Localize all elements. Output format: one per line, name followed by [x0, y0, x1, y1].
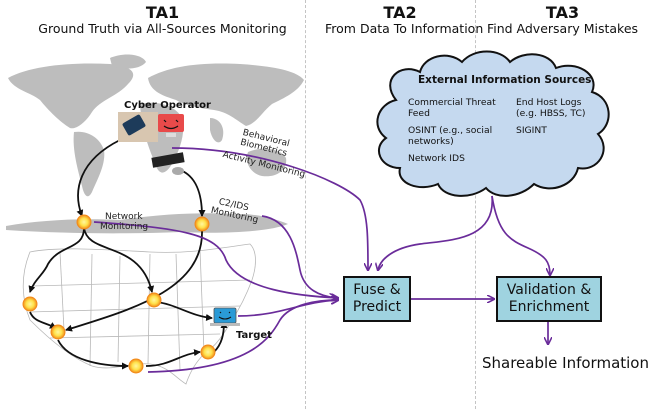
ta3-subtitle: Find Adversary Mistakes: [486, 21, 639, 36]
flow-network-to-fuse: [93, 221, 338, 298]
cloud-source-line: networks): [408, 136, 454, 147]
burst-icon: [146, 292, 162, 308]
map-india-sea: [210, 118, 224, 143]
burst-icon: [22, 296, 38, 312]
burst-icon: [194, 216, 210, 232]
fuse-predict-box: Fuse & Predict: [343, 276, 411, 322]
validation-box-line1: Validation &: [506, 282, 592, 298]
map-europe-asia: [148, 63, 304, 126]
target-label: Target: [236, 330, 272, 341]
compromise-markers: [22, 214, 216, 374]
keyboard-icon: [151, 152, 185, 168]
flow-operator-to-network: [76, 139, 121, 217]
burst-icon: [200, 344, 216, 360]
flow-c2-to-fuse: [261, 215, 336, 298]
flow-network-to-west: [28, 227, 85, 293]
cyber-operator-devices: [118, 112, 185, 175]
flow-west-to-southwest: [29, 311, 57, 329]
cloud-source-line: Feed: [408, 108, 430, 119]
shareable-information-label: Shareable Information: [482, 354, 649, 372]
cloud-source-item: End Host Logs (e.g. HBSS, TC): [516, 97, 606, 119]
cloud-source-line: (e.g. HBSS, TC): [516, 108, 586, 119]
cloud-source-line: SIGINT: [516, 125, 547, 136]
validation-box-line2: Enrichment: [508, 299, 590, 315]
cloud-source-right-column: End Host Logs (e.g. HBSS, TC) SIGINT: [516, 97, 606, 136]
ta1-subtitle: Ground Truth via All-Sources Monitoring: [38, 21, 287, 36]
flow-south-to-southeast: [145, 349, 201, 367]
network-label-line2: Monitoring: [100, 222, 149, 232]
ta1-title: TA1: [145, 3, 180, 22]
cloud-source-item: SIGINT: [516, 125, 606, 136]
network-label-line1: Network: [105, 212, 143, 222]
map-antarctica-band: [6, 213, 288, 234]
flow-c2-to-southwest: [65, 229, 203, 332]
cloud-source-line: Commercial Threat: [408, 97, 496, 108]
flow-mid-to-target: [155, 301, 213, 321]
cloud-title: External Information Sources: [418, 74, 592, 86]
flow-cloud-to-fuse: [378, 195, 493, 270]
target-laptop-icon: [210, 307, 240, 326]
map-greenland: [110, 54, 146, 69]
cloud-source-line: Network IDS: [408, 153, 465, 164]
ta2-subtitle: From Data To Information: [325, 21, 484, 36]
burst-icon: [76, 214, 92, 230]
map-australia: [246, 148, 287, 177]
purple-flows: [93, 147, 550, 373]
flow-southeast-to-target: [213, 321, 228, 353]
network-monitoring-label: Network Monitoring: [100, 212, 148, 232]
flow-target-to-fuse: [237, 300, 338, 317]
fuse-box-line1: Fuse &: [353, 282, 401, 298]
flow-network-to-mid: [83, 227, 155, 293]
burst-icon: [50, 324, 66, 340]
burst-icon: [128, 358, 144, 374]
column-divider-1: [305, 0, 306, 409]
flow-south-to-fuse: [147, 300, 338, 373]
flow-southwest-to-south: [57, 339, 129, 370]
flow-behavioral-to-fuse: [171, 147, 368, 270]
cloud-source-item: Network IDS: [408, 153, 518, 164]
mouse-icon: [172, 167, 184, 175]
cloud-source-line: End Host Logs: [516, 97, 582, 108]
flow-cloud-to-validation: [491, 195, 550, 275]
operator-monitor-icon: [158, 114, 184, 132]
cloud-source-line: OSINT (e.g., social: [408, 125, 493, 136]
ta2-title: TA2: [383, 3, 417, 22]
fuse-box-line2: Predict: [352, 299, 402, 315]
validation-enrichment-box: Validation & Enrichment: [496, 276, 602, 322]
map-north-america: [8, 63, 134, 129]
column-divider-2: [475, 0, 476, 409]
ta3-title: TA3: [545, 3, 580, 22]
cloud-source-left-column: Commercial Threat Feed OSINT (e.g., soci…: [408, 97, 518, 164]
cyber-operator-label: Cyber Operator: [124, 100, 211, 111]
external-sources-cloud: [376, 50, 610, 197]
cloud-source-item: Commercial Threat Feed: [408, 97, 518, 119]
cloud-source-item: OSINT (e.g., social networks): [408, 125, 518, 147]
flow-mouse-to-c2: [179, 169, 206, 217]
